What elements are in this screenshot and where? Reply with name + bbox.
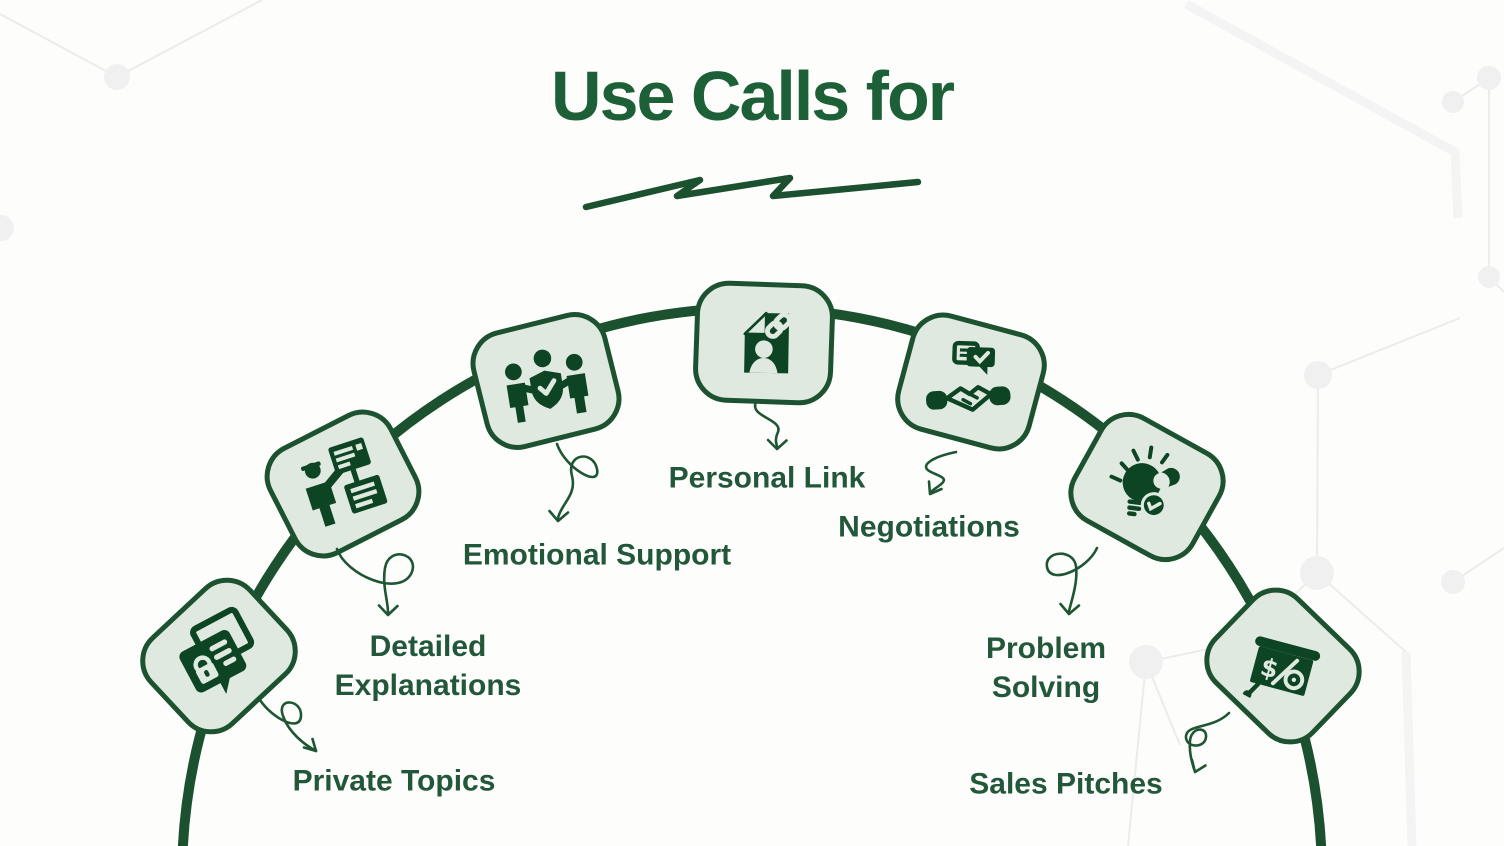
badge-private-topics: [126, 563, 312, 749]
arrow-to-detailed-explanations: [335, 547, 415, 617]
label-personal-link: Personal Link: [668, 461, 866, 495]
page-title: Use Calls for: [551, 57, 955, 135]
label-sales-pitches: Sales Pitches: [969, 767, 1163, 801]
badge-problem-solving: [1056, 399, 1238, 575]
arrow-to-personal-link: [753, 400, 788, 451]
badge-negotiations: [887, 304, 1055, 460]
badge-detailed-explanations: [252, 397, 434, 571]
arrow-to-emotional-support: [548, 442, 599, 523]
arrow-to-sales-pitches: [1184, 711, 1231, 774]
label-emotional-support: Emotional Support: [462, 538, 732, 572]
arrow-to-problem-solving: [1045, 546, 1099, 616]
people-care-shield-icon: [505, 349, 589, 423]
label-private-topics: Private Topics: [292, 764, 496, 798]
sales-presentation-board-icon: $: [1242, 636, 1321, 700]
badge-emotional-support: [463, 304, 629, 458]
badge-personal-link: [691, 279, 837, 407]
private-chat-lock-icon: [179, 606, 255, 695]
arrow-to-negotiations: [924, 450, 958, 496]
handshake-deal-icon: [926, 340, 1011, 412]
arrow-to-private-topics: [258, 698, 318, 753]
badge-sales-pitches: $: [1190, 573, 1376, 759]
label-negotiations: Negotiations: [838, 510, 1020, 544]
lightbulb-solution-icon: [1109, 445, 1180, 519]
label-detailed-explanations: Detailed Explanations: [334, 630, 522, 702]
label-problem-solving: Problem Solving: [985, 632, 1107, 704]
profile-card-link-icon: [743, 311, 792, 374]
presenter-documents-icon: [301, 437, 388, 527]
